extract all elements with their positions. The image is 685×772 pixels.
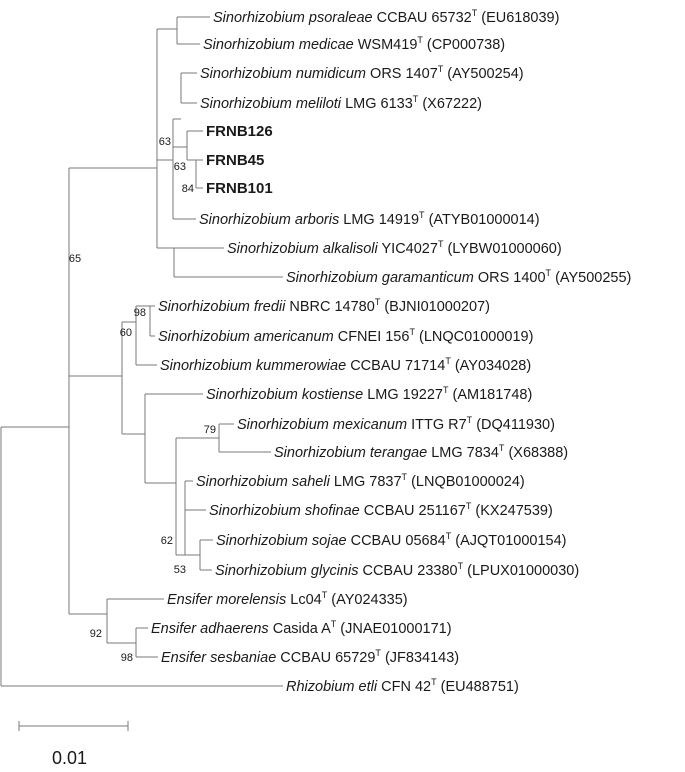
scale-bar: 0.01 <box>18 721 129 768</box>
tree-leaves: Sinorhizobium psoraleae CCBAU 65732T (EU… <box>151 8 631 695</box>
leaf-label: Sinorhizobium shofinae CCBAU 251167T (KX… <box>209 501 553 519</box>
bootstrap-value: 63 <box>174 161 186 173</box>
leaf-label: Sinorhizobium meliloti LMG 6133T (X67222… <box>200 94 482 112</box>
leaf-label: Sinorhizobium saheli LMG 7837T (LNQB0100… <box>196 472 525 490</box>
leaf-label-isolate: FRNB126 <box>206 123 273 140</box>
leaf-label: Sinorhizobium numidicum ORS 1407T (AY500… <box>200 64 524 82</box>
leaf-label: Sinorhizobium arboris LMG 14919T (ATYB01… <box>199 210 540 228</box>
bootstrap-value: 62 <box>161 535 173 547</box>
leaf-label: Sinorhizobium alkalisoli YIC4027T (LYBW0… <box>227 239 562 257</box>
leaf-label: Sinorhizobium kostiense LMG 19227T (AM18… <box>206 385 532 403</box>
leaf-label: Sinorhizobium glycinis CCBAU 23380T (LPU… <box>215 561 579 579</box>
leaf-label: Sinorhizobium kummerowiae CCBAU 71714T (… <box>160 356 531 374</box>
bootstrap-value: 98 <box>134 307 146 319</box>
bootstrap-value: 98 <box>121 652 133 664</box>
bootstrap-value: 92 <box>90 628 102 640</box>
bootstrap-value: 65 <box>69 253 81 265</box>
leaf-label: Sinorhizobium americanum CFNEI 156T (LNQ… <box>158 327 533 345</box>
leaf-label: Sinorhizobium fredii NBRC 14780T (BJNI01… <box>158 297 490 315</box>
leaf-label-isolate: FRNB101 <box>206 180 273 197</box>
leaf-label: Sinorhizobium mexicanum ITTG R7T (DQ4119… <box>237 415 555 433</box>
scale-bar-label: 0.01 <box>52 748 87 768</box>
bootstrap-value: 60 <box>120 327 132 339</box>
leaf-label: Ensifer morelensis Lc04T (AY024335) <box>167 590 408 608</box>
leaf-label: Rhizobium etli CFN 42T (EU488751) <box>286 677 519 695</box>
leaf-label: Sinorhizobium terangae LMG 7834T (X68388… <box>274 443 568 461</box>
bootstrap-values: 63 63 84 65 98 60 79 62 53 92 98 <box>69 136 216 664</box>
leaf-label: Ensifer sesbaniae CCBAU 65729T (JF834143… <box>161 648 459 666</box>
leaf-label: Sinorhizobium sojae CCBAU 05684T (AJQT01… <box>216 531 566 549</box>
bootstrap-value: 79 <box>204 424 216 436</box>
tree-branches <box>0 16 283 687</box>
leaf-label: Ensifer adhaerens Casida AT (JNAE0100017… <box>151 619 452 637</box>
bootstrap-value: 63 <box>159 136 171 148</box>
bootstrap-value: 53 <box>174 564 186 576</box>
leaf-label-isolate: FRNB45 <box>206 152 264 169</box>
leaf-label: Sinorhizobium medicae WSM419T (CP000738) <box>203 35 505 53</box>
leaf-label: Sinorhizobium psoraleae CCBAU 65732T (EU… <box>213 8 559 26</box>
bootstrap-value: 84 <box>182 183 194 195</box>
leaf-label: Sinorhizobium garamanticum ORS 1400T (AY… <box>286 268 631 286</box>
